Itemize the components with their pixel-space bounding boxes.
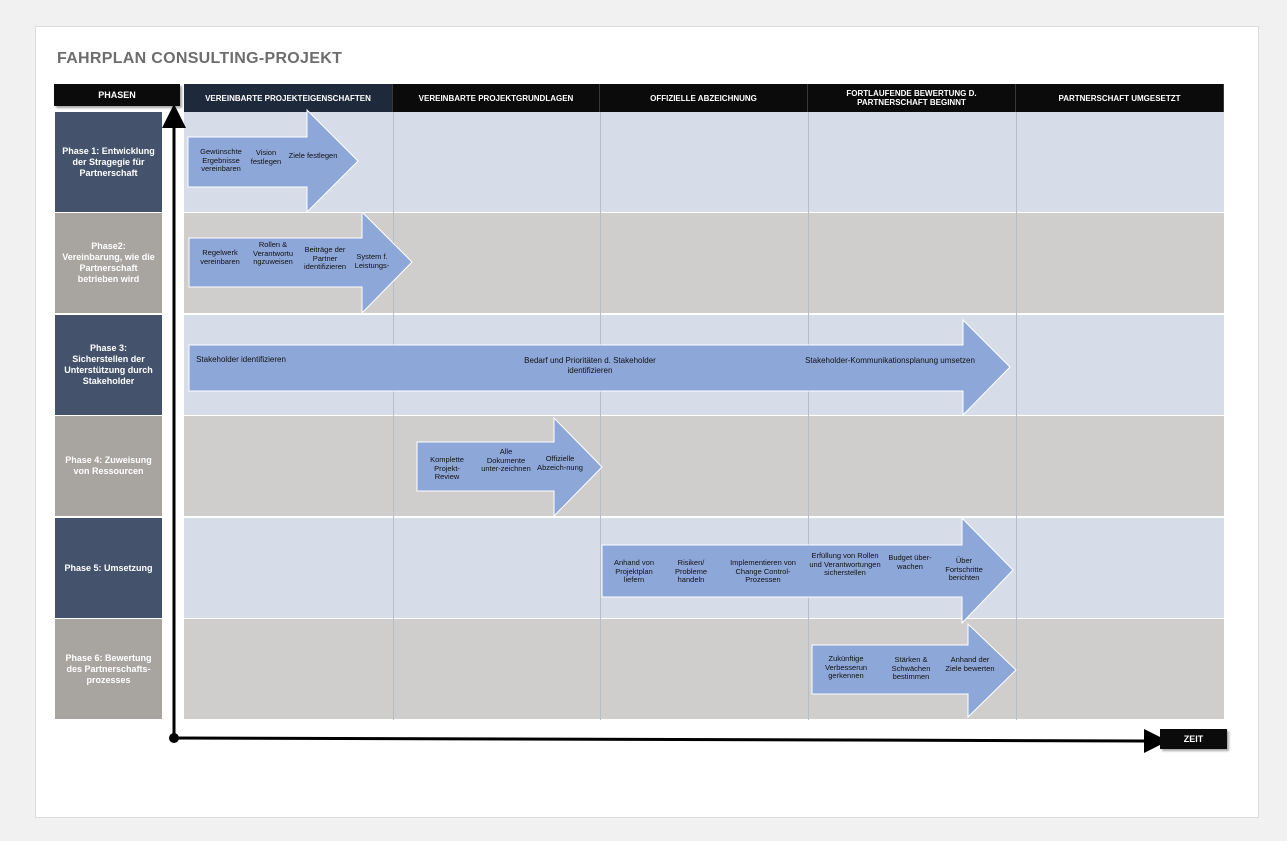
task-label: Anhand der Ziele bewerten — [945, 655, 995, 673]
task-label: Alle Dokumente unter-zeichnen — [481, 447, 531, 473]
task-label: Budget über-wachen — [888, 553, 932, 571]
column-header-4: FORTLAUFENDE BEWERTUNG D. PARTNERSCHAFT … — [808, 84, 1016, 112]
phase-4-arrow — [416, 416, 603, 518]
task-label: Offizielle Abzeich-nung — [537, 454, 583, 472]
phase-label-4: Phase 4: Zuweisung von Ressourcen — [55, 416, 162, 516]
task-label: Implementieren von Change Control-Prozes… — [730, 558, 796, 584]
column-header-1: VEREINBARTE PROJEKTEIGENSCHAFTEN — [184, 84, 393, 112]
phase-5-arrow — [601, 516, 1014, 625]
column-header-3: OFFIZIELLE ABZEICHNUNG — [600, 84, 808, 112]
task-label: Zukünftige Verbesserun gerkennen — [824, 654, 868, 680]
task-label: Erfüllung von Rollen und Verantwortungen… — [809, 551, 881, 577]
grid-row-4 — [184, 416, 1224, 516]
task-label: Rollen & Verantwortu ngzuweisen — [252, 240, 294, 266]
task-label: Bedarf und Prioritäten d. Stakeholder id… — [524, 356, 656, 375]
grid-divider — [393, 112, 394, 720]
phases-header: PHASEN — [54, 84, 180, 106]
time-axis — [173, 728, 1168, 753]
task-label: Komplette Projekt-Review — [430, 455, 464, 481]
phase-label-6: Phase 6: Bewertung des Partnerschafts-pr… — [55, 619, 162, 719]
task-label: Vision festlegen — [250, 148, 282, 166]
task-label: Stärken & Schwächen bestimmen — [891, 655, 931, 681]
phase-label-5: Phase 5: Umsetzung — [55, 518, 162, 618]
grid-row-6 — [184, 619, 1224, 719]
task-label: Stakeholder-Kommunikationsplanung umsetz… — [805, 356, 975, 365]
task-label: Über Fortschritte berichten — [945, 556, 983, 582]
task-label: Risiken/ Probleme handeln — [674, 558, 708, 584]
task-label: System f. Leistungs- — [354, 252, 390, 270]
phase-label-3: Phase 3: Sicherstellen der Unterstützung… — [55, 315, 162, 415]
column-header-2: VEREINBARTE PROJEKTGRUNDLAGEN — [393, 84, 600, 112]
time-axis-label: ZEIT — [1160, 729, 1227, 749]
grid-divider — [808, 112, 809, 720]
phase-1-arrow — [187, 108, 359, 214]
phase-6-arrow — [811, 622, 1017, 719]
task-label: Gewünschte Ergebnisse vereinbaren — [200, 147, 242, 173]
phase-3-arrow — [188, 318, 1011, 417]
task-label: Beiträge der Partner identifizieren — [303, 245, 347, 271]
task-label: Stakeholder identifizieren — [196, 355, 286, 364]
phase-2-arrow — [188, 210, 413, 315]
task-label: Ziele festlegen — [288, 151, 338, 160]
grid-divider — [1016, 112, 1017, 720]
phase-label-2: Phase2: Vereinbarung, wie die Partnersch… — [55, 213, 162, 313]
phase-label-1: Phase 1: Entwicklung der Stragegie für P… — [55, 112, 162, 212]
column-header-5: PARTNERSCHAFT UMGESETZT — [1016, 84, 1224, 112]
axis-origin — [169, 733, 179, 743]
task-label: Anhand von Projektplan liefern — [613, 558, 655, 584]
task-label: Regelwerk vereinbaren — [200, 248, 240, 266]
page-title: FAHRPLAN CONSULTING-PROJEKT — [57, 50, 343, 67]
grid-divider — [600, 112, 601, 720]
